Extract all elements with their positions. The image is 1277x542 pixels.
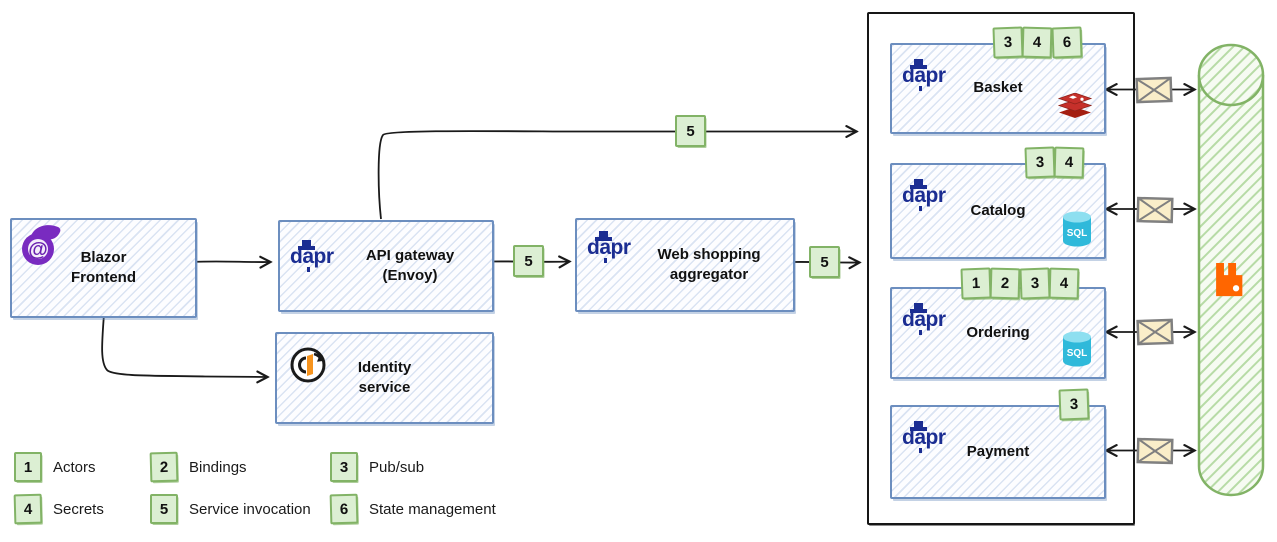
node-web-shopping-aggregator: dapr Web shopping aggregator <box>575 218 795 312</box>
gateway-label: API gateway (Envoy) <box>365 246 455 284</box>
badge-pubsub: 3 <box>1058 388 1090 421</box>
dapr-logo: dapr <box>902 303 946 335</box>
dapr-tail <box>307 267 310 272</box>
catalog-badges: 3 4 <box>1024 146 1085 179</box>
redis-icon <box>1057 93 1093 118</box>
dapr-wordmark: dapr <box>290 245 334 268</box>
message-envelope-icon <box>1136 196 1175 225</box>
legend-item-service-invocation: 5 Service invocation <box>150 494 311 524</box>
legend-badge: 2 <box>149 451 179 483</box>
badge-secrets: 4 <box>1021 26 1053 59</box>
dapr-tail <box>919 448 922 453</box>
legend-label: Secrets <box>53 500 104 518</box>
dapr-hat-icon <box>910 421 927 431</box>
legend-badge: 6 <box>329 493 359 525</box>
dapr-logo: dapr <box>902 59 946 91</box>
legend-label: Actors <box>53 458 96 476</box>
dapr-hat-icon <box>910 59 927 69</box>
ordering-badges: 1 2 3 4 <box>960 267 1080 300</box>
catalog-label: Catalog <box>970 201 1026 219</box>
identity-label: Identity service <box>357 358 412 396</box>
frontend-label: Blazor Frontend <box>71 248 136 286</box>
dapr-hat-icon <box>910 303 927 313</box>
payment-label: Payment <box>966 442 1030 460</box>
sql-database-icon: SQL <box>1063 211 1091 247</box>
legend-item-state-management: 6 State management <box>329 493 496 525</box>
badge-pubsub: 3 <box>992 26 1024 59</box>
dapr-wordmark: dapr <box>902 64 946 87</box>
legend-label: Service invocation <box>189 500 311 518</box>
legend-badge: 1 <box>14 452 42 482</box>
dapr-tail <box>919 86 922 91</box>
arrow-gateway-to-services <box>377 131 856 220</box>
rabbitmq-icon <box>1216 263 1243 297</box>
legend-badge: 3 <box>330 452 358 482</box>
edge-badge-service-invocation: 5 <box>809 246 840 278</box>
node-ordering-service: dapr Ordering SQL <box>890 287 1106 379</box>
dapr-hat-icon <box>298 240 315 250</box>
legend-item-bindings: 2 Bindings <box>149 451 247 483</box>
dapr-hat-icon <box>910 179 927 189</box>
dapr-wordmark: dapr <box>902 308 946 331</box>
badge-secrets: 4 <box>1048 267 1080 300</box>
badge-bindings: 2 <box>989 267 1021 300</box>
edge-badge-service-invocation: 5 <box>513 245 544 277</box>
ordering-label: Ordering <box>966 323 1030 341</box>
svg-text:SQL: SQL <box>1067 348 1088 359</box>
dapr-logo: dapr <box>290 240 334 272</box>
dapr-tail <box>919 206 922 211</box>
dapr-logo: dapr <box>587 231 631 263</box>
svg-text:SQL: SQL <box>1067 228 1088 239</box>
node-catalog-service: dapr Catalog SQL <box>890 163 1106 259</box>
message-envelope-icon <box>1136 317 1175 346</box>
arrow-frontend-to-identity <box>101 313 267 377</box>
dapr-logo: dapr <box>902 421 946 453</box>
dapr-tail <box>919 330 922 335</box>
legend-item-pubsub: 3 Pub/sub <box>330 452 424 482</box>
dapr-tail <box>604 258 607 263</box>
node-identity-service: Identity service <box>275 332 494 424</box>
payment-badges: 3 <box>1058 388 1090 421</box>
dapr-wordmark: dapr <box>902 426 946 449</box>
legend-label: Bindings <box>189 458 247 476</box>
message-envelope-icon <box>1136 437 1175 466</box>
badge-pubsub: 3 <box>1024 146 1056 179</box>
basket-label: Basket <box>973 79 1023 97</box>
badge-pubsub: 3 <box>1019 267 1051 300</box>
dapr-hat-icon <box>595 231 612 241</box>
blazor-icon: @ <box>22 225 61 265</box>
services-container <box>867 12 1135 525</box>
basket-badges: 3 4 6 <box>992 26 1083 59</box>
arrow-frontend-to-gateway <box>192 261 270 262</box>
dapr-logo: dapr <box>902 179 946 211</box>
legend-badge: 4 <box>13 493 43 525</box>
identity-server-icon <box>290 347 326 383</box>
node-payment-service: dapr Payment <box>890 405 1106 499</box>
node-blazor-frontend: @ Blazor Frontend <box>10 218 197 318</box>
message-envelope-icon <box>1135 75 1174 104</box>
legend-item-actors: 1 Actors <box>14 452 96 482</box>
dapr-wordmark: dapr <box>902 184 946 207</box>
badge-secrets: 4 <box>1053 146 1085 179</box>
message-bus-cylinder <box>1197 43 1265 497</box>
legend-label: Pub/sub <box>369 458 425 476</box>
dapr-wordmark: dapr <box>587 236 631 259</box>
sql-database-icon: SQL <box>1063 331 1091 367</box>
badge-actors: 1 <box>960 267 992 300</box>
aggregator-label: Web shopping aggregator <box>657 245 761 283</box>
legend-item-secrets: 4 Secrets <box>13 493 104 525</box>
legend-badge: 5 <box>150 494 178 524</box>
badge-state: 6 <box>1051 26 1083 59</box>
edge-badge-service-invocation: 5 <box>675 115 706 147</box>
node-api-gateway: dapr API gateway (Envoy) <box>278 220 494 312</box>
svg-text:@: @ <box>28 239 48 261</box>
legend-label: State management <box>369 500 496 518</box>
